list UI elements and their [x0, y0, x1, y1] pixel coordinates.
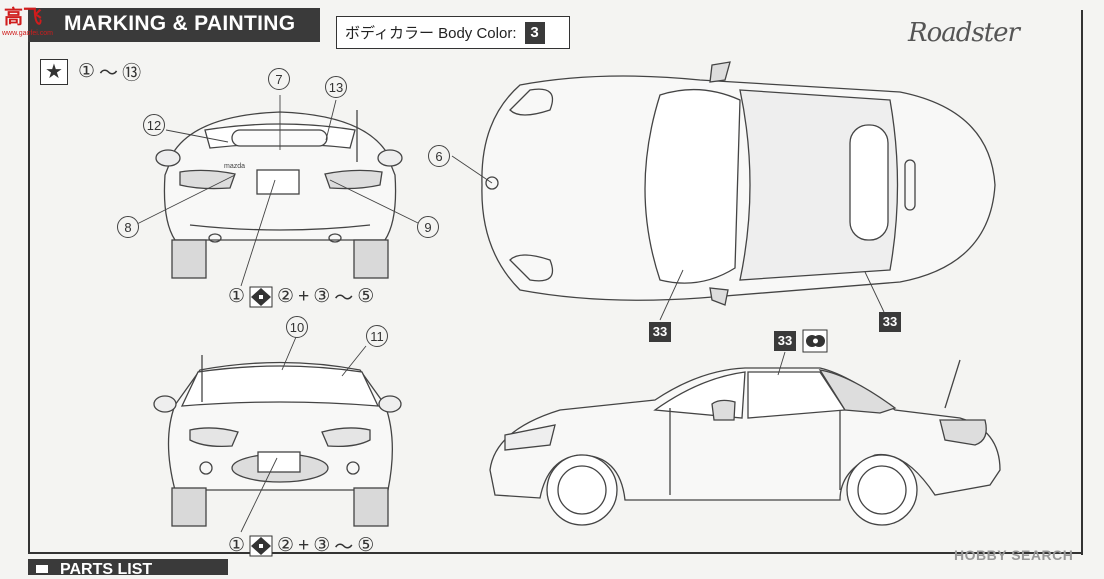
site-logo-url: www.gaofei.com	[2, 30, 53, 37]
color-code-top-right: 33	[879, 312, 901, 332]
paint-a: ①	[228, 535, 246, 556]
legend-range-end: ⑬	[122, 63, 142, 84]
callout-12: 12	[143, 114, 165, 136]
mix-icon	[249, 535, 273, 556]
parts-list-bar	[28, 559, 228, 575]
two-tone-icon	[802, 329, 828, 353]
paint-c: ③	[313, 286, 331, 307]
paint-c: ③	[313, 535, 331, 556]
header-tab	[28, 8, 320, 42]
legend-tilde: ～	[99, 63, 119, 84]
paint-plus: +	[298, 534, 310, 556]
site-logo-kanji: 高飞	[4, 7, 43, 28]
paint-d: ⑤	[357, 535, 375, 556]
paint-d: ⑤	[357, 286, 375, 307]
paint-tilde: ～	[334, 288, 354, 309]
callout-9: 9	[417, 216, 439, 238]
watermark-hobby: HOBBY	[954, 547, 1007, 563]
parts-list-title: PARTS LIST	[60, 561, 153, 578]
side-view-car	[489, 359, 1001, 526]
color-code-side: 33	[774, 331, 796, 351]
rear-view-car: mazda	[155, 110, 403, 279]
paint-tilde: ～	[334, 537, 354, 558]
frame-left-border	[28, 38, 30, 553]
rear-brand-text: mazda	[224, 163, 245, 170]
paint-b: ②	[277, 286, 295, 307]
star-icon: ★	[40, 58, 68, 85]
callout-11: 11	[366, 325, 388, 347]
page-title: MARKING & PAINTING	[64, 12, 296, 35]
callout-6: 6	[428, 145, 450, 167]
body-color-label: ボディカラー Body Color:	[345, 25, 517, 42]
callout-13: 13	[325, 76, 347, 98]
parts-list-bullet	[36, 565, 48, 573]
roadster-logo: Roadster	[908, 18, 1020, 48]
site-logo: 高飞 www.gaofei.com	[0, 7, 72, 38]
color-code-top-left: 33	[649, 322, 671, 342]
paint-b: ②	[277, 535, 295, 556]
front-view-car	[153, 355, 402, 527]
callout-10: 10	[286, 316, 308, 338]
hobby-search-watermark: HOBBY SEARCH	[954, 547, 1073, 563]
paint-plus: +	[298, 285, 310, 307]
paint-instruction-rear: ① ② + ③ ～ ⑤	[228, 283, 374, 310]
mix-icon	[249, 286, 273, 307]
leader-lines	[134, 95, 885, 533]
frame-bottom-border	[28, 552, 1083, 554]
frame-right-border	[1081, 10, 1083, 555]
paint-a: ①	[228, 286, 246, 307]
body-color-box: ボディカラー Body Color: 3	[336, 16, 570, 49]
body-color-number: 3	[524, 21, 545, 44]
paint-instruction-front: ① ② + ③ ～ ⑤	[228, 532, 374, 559]
watermark-search: SEARCH	[1011, 547, 1074, 563]
marking-legend: ★ ① ～ ⑬	[40, 58, 141, 85]
top-view-car	[481, 61, 996, 306]
callout-8: 8	[117, 216, 139, 238]
callout-7: 7	[268, 68, 290, 90]
legend-range-start: ①	[78, 61, 96, 82]
